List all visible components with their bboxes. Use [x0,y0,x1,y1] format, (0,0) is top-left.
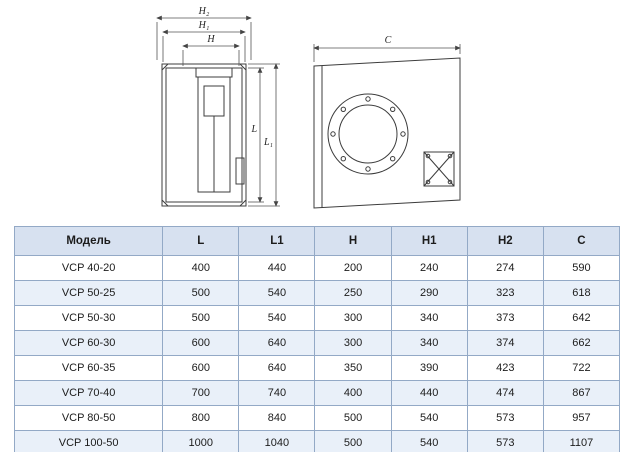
dimension-cell: 540 [390,430,468,452]
dimension-cell: 600 [162,330,240,356]
dimension-cell: 300 [314,330,392,356]
dimension-cell: 722 [542,355,621,381]
dimension-cell: 642 [542,305,621,331]
dimension-cell: 540 [390,405,468,431]
model-cell: VCP 40-20 [13,255,164,281]
dimension-cell: 250 [314,280,392,306]
model-cell: VCP 100-50 [13,430,164,452]
header-model: Модель [13,226,164,256]
header-h1: H1 [390,226,468,256]
dimension-cell: 400 [162,255,240,281]
dimension-cell: 374 [466,330,544,356]
dimension-cell: 540 [238,280,316,306]
dimension-cell: 290 [390,280,468,306]
dimension-cell: 400 [314,380,392,406]
dimension-cell: 500 [314,405,392,431]
front-view-drawing [313,57,461,209]
dimension-cell: 500 [314,430,392,452]
dimension-cell: 867 [542,380,621,406]
dimension-cell: 423 [466,355,544,381]
dimension-cell: 373 [466,305,544,331]
dimension-cell: 1000 [162,430,240,452]
model-cell: VCP 80-50 [13,405,164,431]
dimension-label-h: H [206,34,215,45]
drawing-section: H₂ H₁ H L L₁ [0,0,634,224]
dimension-cell: 200 [314,255,392,281]
side-view-drawing [161,63,247,207]
dimension-cell: 640 [238,355,316,381]
dimension-cell: 1040 [238,430,316,452]
dimension-cell: 300 [314,305,392,331]
dimension-cell: 573 [466,405,544,431]
dimension-cell: 390 [390,355,468,381]
side-view-dimensions [156,15,280,207]
dimension-cell: 240 [390,255,468,281]
header-h: H [314,226,392,256]
dimension-cell: 573 [466,430,544,452]
dimension-cell: 700 [162,380,240,406]
dimension-cell: 800 [162,405,240,431]
dimension-cell: 600 [162,355,240,381]
dimension-cell: 350 [314,355,392,381]
dimension-cell: 440 [238,255,316,281]
dimension-cell: 840 [238,405,316,431]
dimension-label-h1: H₁ [198,20,210,31]
technical-drawing: H₂ H₁ H L L₁ [156,6,461,209]
model-cell: VCP 50-25 [13,280,164,306]
dimension-cell: 540 [238,305,316,331]
dimension-cell: 957 [542,405,621,431]
dimension-cell: 440 [390,380,468,406]
dimension-label-l1: L₁ [263,137,273,148]
table-header-row: Модель L L1 H H1 H2 C [13,226,621,256]
model-cell: VCP 70-40 [13,380,164,406]
dimension-cell: 500 [162,280,240,306]
dimension-cell: 618 [542,280,621,306]
dimension-cell: 590 [542,255,621,281]
dimension-cell: 274 [466,255,544,281]
header-l: L [162,226,240,256]
dimension-cell: 640 [238,330,316,356]
dimension-label-l: L [250,124,257,135]
dimension-cell: 474 [466,380,544,406]
model-cell: VCP 60-35 [13,355,164,381]
dimension-cell: 323 [466,280,544,306]
dimension-cell: 740 [238,380,316,406]
dimension-cell: 340 [390,305,468,331]
model-cell: VCP 50-30 [13,305,164,331]
model-cell: VCP 60-30 [13,330,164,356]
dimension-label-c: C [385,35,392,46]
dimension-label-h2: H₂ [198,6,210,17]
header-c: C [542,226,621,256]
header-l1: L1 [238,226,316,256]
dimension-cell: 1107 [542,430,621,452]
header-h2: H2 [466,226,544,256]
dimension-cell: 500 [162,305,240,331]
dimension-cell: 340 [390,330,468,356]
dimension-cell: 662 [542,330,621,356]
front-view-dimensions [313,44,461,62]
